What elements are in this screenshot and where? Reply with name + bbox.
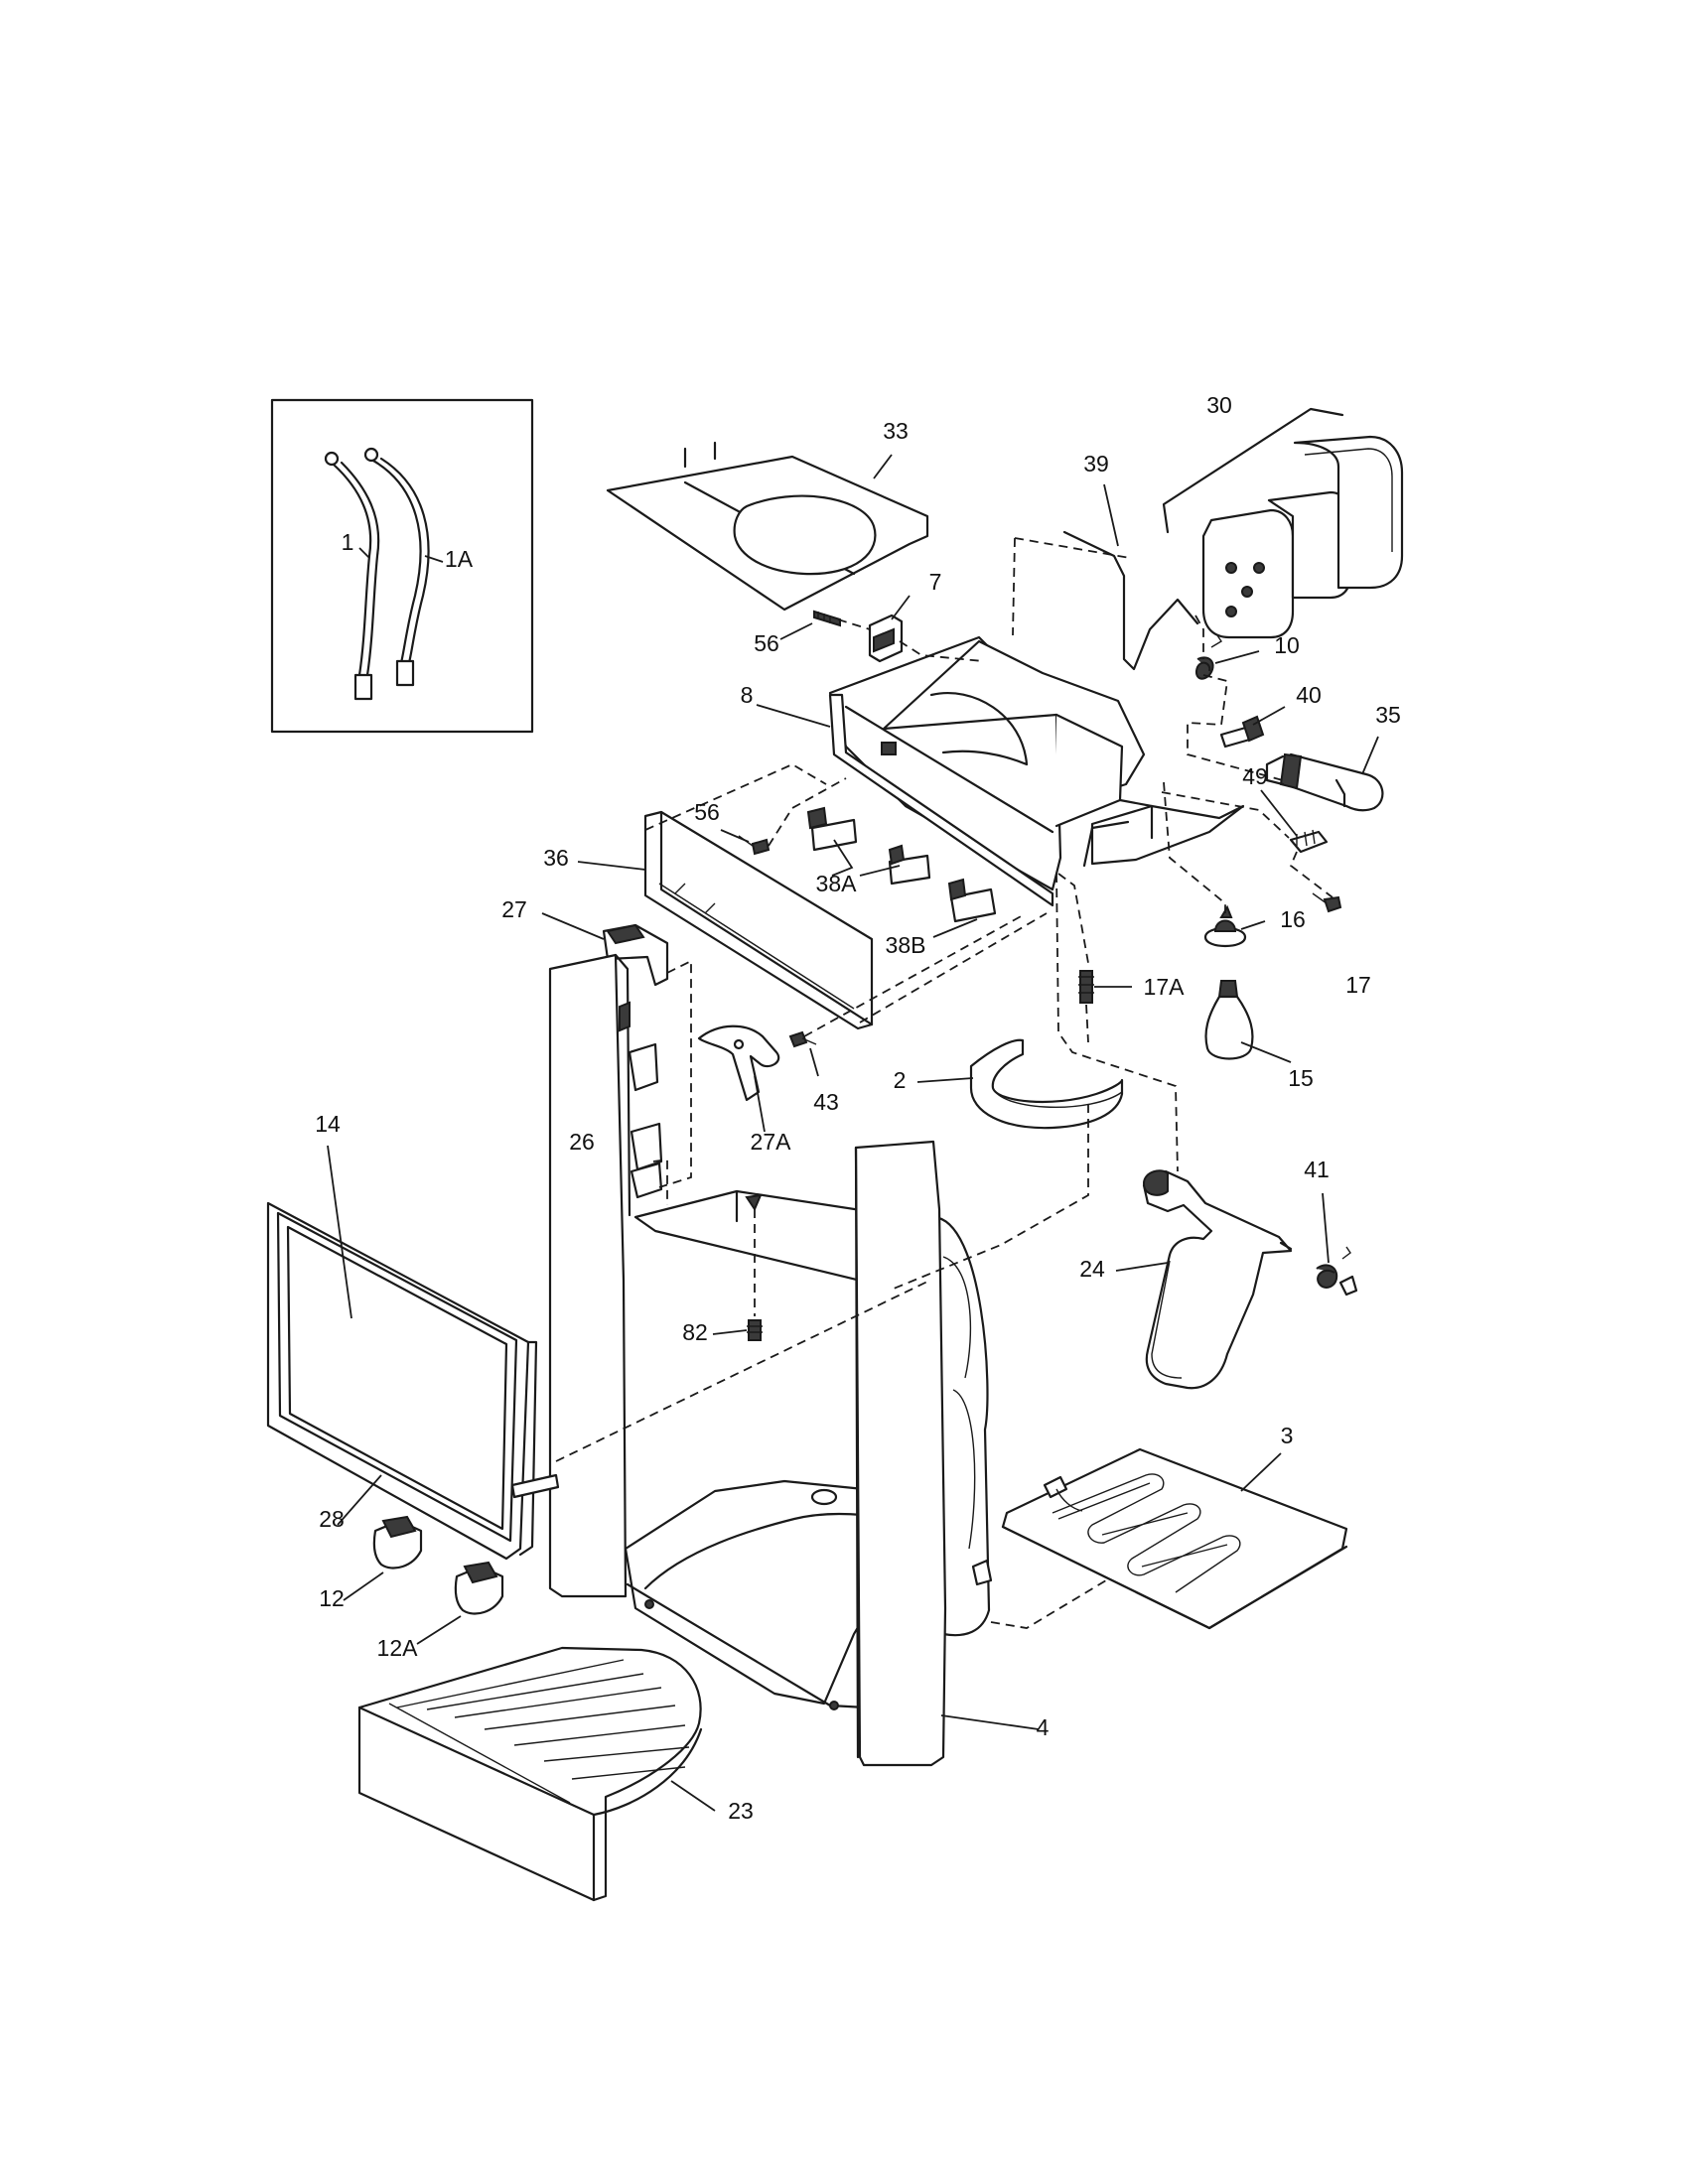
part-17a-screw bbox=[1078, 970, 1132, 1004]
label-15: 15 bbox=[1288, 1065, 1314, 1091]
label-16: 16 bbox=[1280, 906, 1306, 932]
part-8-dispenser-housing bbox=[756, 635, 1245, 907]
part-12a-foot bbox=[416, 1561, 504, 1645]
part-41-spring bbox=[1316, 1192, 1358, 1297]
label-7: 7 bbox=[929, 569, 942, 595]
part-35-actuator bbox=[1265, 736, 1384, 812]
label-17: 17 bbox=[1345, 972, 1371, 998]
part-28-panel-frame bbox=[266, 1201, 560, 1561]
label-43: 43 bbox=[813, 1089, 839, 1115]
label-35: 35 bbox=[1375, 702, 1401, 728]
part-12-foot bbox=[343, 1515, 423, 1601]
callout-labels: 1 1A 33 30 39 7 56 10 8 40 35 49 56 36 3… bbox=[315, 392, 1401, 1824]
part-15-lamp-bulb bbox=[1204, 980, 1292, 1063]
label-38a: 38A bbox=[816, 871, 858, 896]
part-27a-lever bbox=[697, 1024, 780, 1133]
part-30-flap-assembly bbox=[1162, 407, 1404, 639]
label-12: 12 bbox=[319, 1585, 345, 1611]
part-17-screw bbox=[1312, 892, 1342, 913]
inset-box bbox=[270, 398, 534, 734]
label-4: 4 bbox=[1037, 1714, 1050, 1740]
label-1: 1 bbox=[342, 529, 354, 555]
part-49-clip bbox=[1260, 789, 1329, 854]
label-10: 10 bbox=[1274, 632, 1300, 658]
part-7-bracket bbox=[868, 595, 911, 663]
label-39: 39 bbox=[1083, 451, 1109, 477]
label-33: 33 bbox=[883, 418, 909, 444]
label-24: 24 bbox=[1079, 1256, 1105, 1282]
part-24-paddle bbox=[1115, 1169, 1293, 1390]
part-4-dispenser-frame bbox=[548, 953, 1040, 1767]
part-10-spring bbox=[1195, 634, 1260, 680]
label-2: 2 bbox=[894, 1067, 907, 1093]
part-56-screw-upper bbox=[779, 610, 841, 640]
label-82: 82 bbox=[682, 1319, 708, 1345]
label-41: 41 bbox=[1304, 1157, 1330, 1182]
part-3-heater-plate bbox=[1001, 1447, 1348, 1630]
label-8: 8 bbox=[741, 682, 754, 708]
part-43-screw bbox=[788, 1030, 819, 1077]
part-16-lamp-socket bbox=[1203, 904, 1266, 948]
label-26: 26 bbox=[569, 1129, 595, 1155]
label-3: 3 bbox=[1281, 1423, 1294, 1448]
label-40: 40 bbox=[1296, 682, 1322, 708]
label-27: 27 bbox=[501, 896, 527, 922]
label-36: 36 bbox=[543, 845, 569, 871]
label-49: 49 bbox=[1242, 763, 1268, 789]
part-56-screw-lower bbox=[720, 829, 771, 856]
part-39-wire-rod bbox=[1062, 483, 1199, 671]
part-40-pin bbox=[1219, 706, 1286, 749]
part-23-drip-tray bbox=[357, 1646, 716, 1902]
part-2-deflector bbox=[916, 1038, 1124, 1130]
part-38b-switch bbox=[932, 878, 997, 938]
part-27-clip bbox=[541, 912, 669, 987]
label-12a: 12A bbox=[377, 1635, 419, 1661]
part-82-screw bbox=[712, 1319, 763, 1341]
part-14-panel bbox=[286, 1145, 508, 1531]
label-30: 30 bbox=[1206, 392, 1232, 418]
part-1a-tube bbox=[363, 447, 430, 687]
label-28: 28 bbox=[319, 1506, 345, 1532]
part-33-top-cover bbox=[606, 441, 929, 612]
label-56-upper: 56 bbox=[754, 630, 779, 656]
label-17a: 17A bbox=[1144, 974, 1186, 1000]
label-23: 23 bbox=[728, 1798, 754, 1824]
label-1a: 1A bbox=[445, 546, 474, 572]
part-36-bezel-plate bbox=[577, 810, 874, 1030]
label-14: 14 bbox=[315, 1111, 341, 1137]
part-1-tube bbox=[324, 451, 380, 701]
part-38a-switch bbox=[806, 806, 931, 886]
assembly-lines bbox=[555, 537, 1333, 1629]
label-38b: 38B bbox=[886, 932, 926, 958]
label-56-lower: 56 bbox=[694, 799, 720, 825]
label-27a: 27A bbox=[751, 1129, 792, 1155]
